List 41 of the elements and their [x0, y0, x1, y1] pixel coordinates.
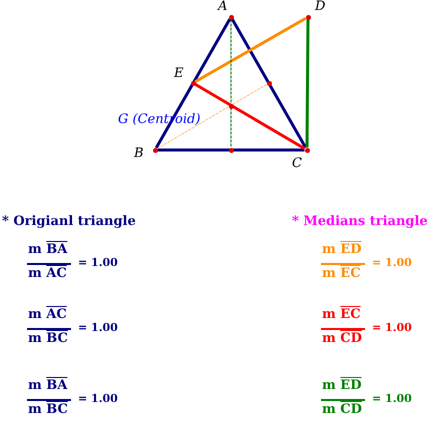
denominator: m EC [322, 267, 361, 280]
point-label: C [292, 157, 302, 170]
point-dot [228, 104, 234, 108]
line-segment [306, 19, 310, 148]
line-segment [230, 19, 232, 148]
numerator: m ED [322, 243, 362, 256]
numerator: m BA [28, 243, 68, 256]
point-dot [304, 148, 310, 152]
point-label: E [174, 67, 184, 80]
numerator: m AC [28, 308, 67, 321]
line-segment [156, 84, 268, 150]
point-dot [228, 14, 234, 20]
denominator: m CD [322, 403, 362, 416]
denominator: m CD [322, 332, 362, 345]
point-label: A [218, 0, 228, 13]
section-heading: * Medians triangle [292, 215, 428, 228]
line-segment [230, 18, 308, 149]
line-segment [158, 148, 304, 152]
ratio-value: = 1.00 [372, 322, 412, 333]
numerator: m BA [28, 379, 68, 392]
ratio-value: = 1.00 [372, 257, 412, 268]
line-segment [194, 82, 306, 150]
point-label: B [134, 147, 144, 160]
point-label: D [315, 0, 326, 13]
point-dot [266, 80, 272, 86]
ratio-value: = 1.00 [372, 393, 412, 404]
point-dot [152, 148, 158, 152]
section-heading: * Origianl triangle [2, 215, 136, 228]
line-segment [154, 18, 232, 149]
numerator: m EC [322, 308, 361, 321]
ratio-value: = 1.00 [78, 257, 118, 268]
ratio-value: = 1.00 [78, 393, 118, 404]
denominator: m BC [28, 332, 68, 345]
denominator: m AC [28, 267, 67, 280]
line-segment [194, 16, 307, 84]
point-dot [228, 148, 234, 152]
point-dot [190, 80, 196, 86]
denominator: m BC [28, 403, 68, 416]
ratio-value: = 1.00 [78, 322, 118, 333]
point-dot [306, 14, 310, 20]
numerator: m ED [322, 379, 362, 392]
